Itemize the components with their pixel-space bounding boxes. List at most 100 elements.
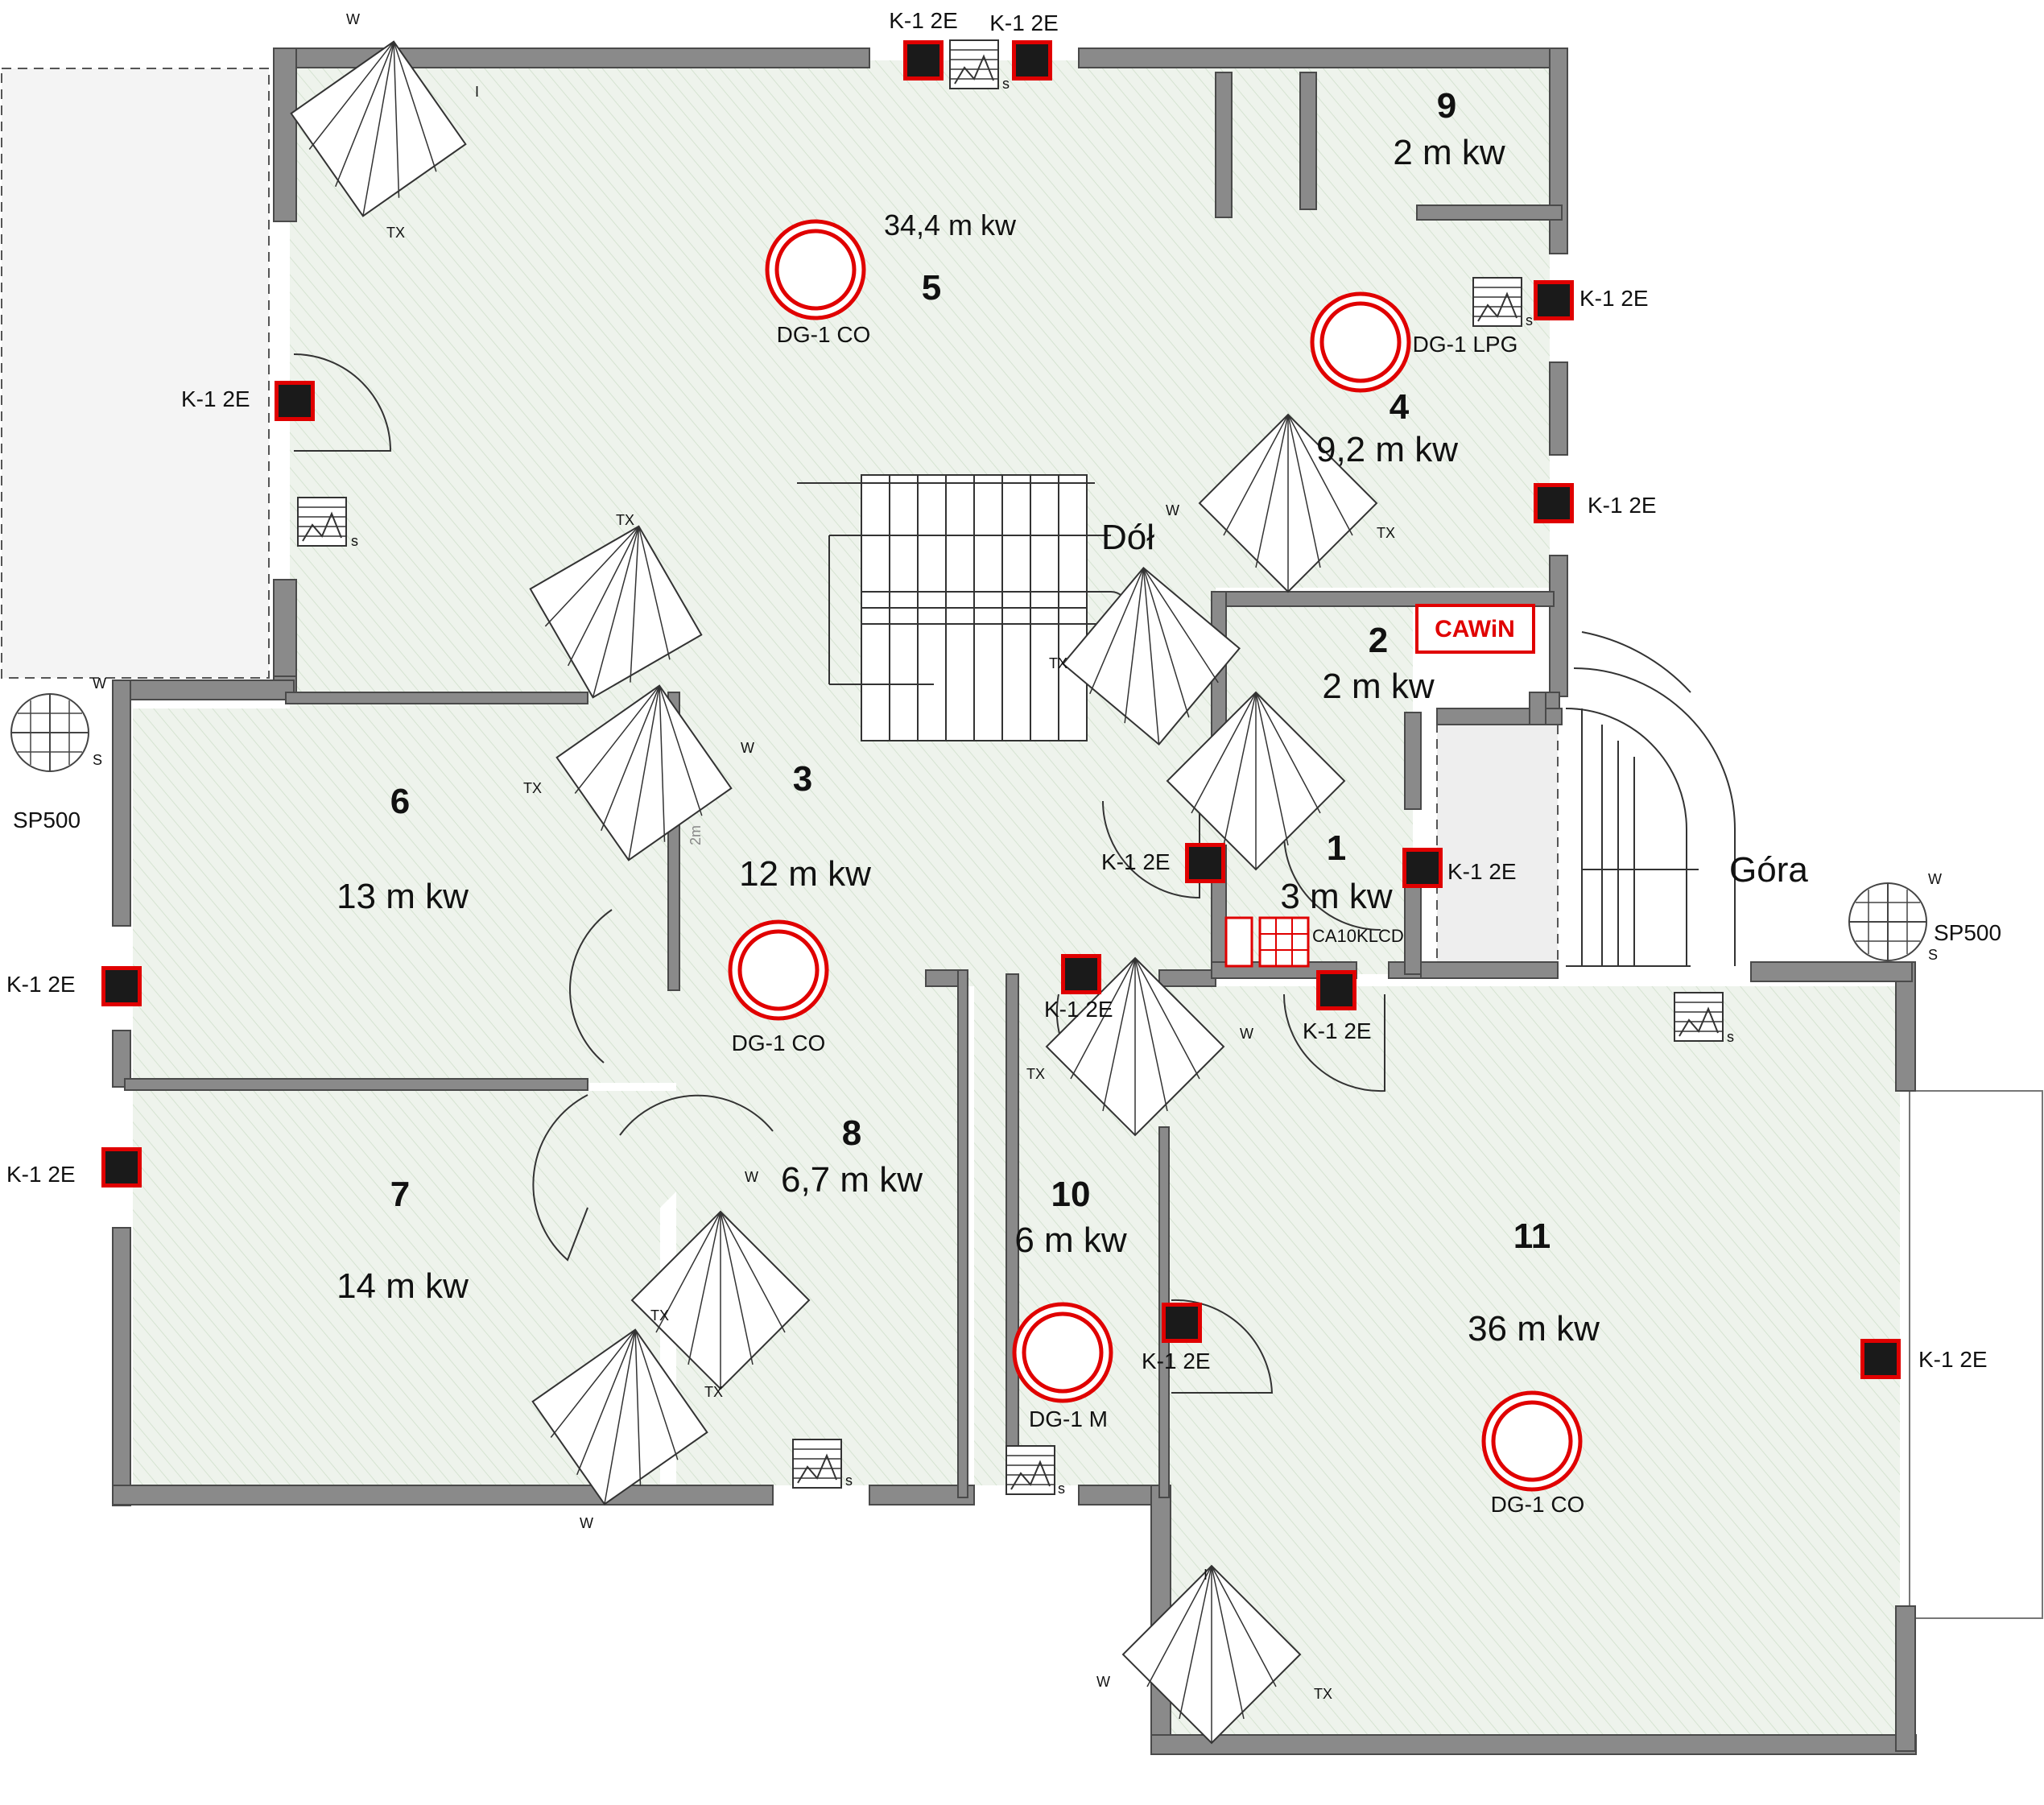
detector-co-5-label: DG-1 CO <box>777 322 871 347</box>
sensor-room11-door-label: K-1 2E <box>1303 1018 1372 1043</box>
mark-s-radiator-11: s <box>1727 1029 1734 1045</box>
room-6-number: 6 <box>390 782 410 821</box>
mark-w-sp-right: W <box>1928 871 1942 887</box>
sp500-left-icon <box>10 693 89 772</box>
sensor-top-right-label: K-1 2E <box>989 10 1059 35</box>
stairs-up-label: Góra <box>1729 850 1808 890</box>
sensor-room7-label: K-1 2E <box>6 1162 76 1187</box>
room-10-area: 6 m kw <box>1014 1221 1127 1260</box>
room-10-number: 10 <box>1051 1175 1091 1214</box>
mark-tx-camera-10: TX <box>1026 1066 1045 1082</box>
sensor-room10-icon <box>1162 1303 1202 1343</box>
brand-box <box>1415 604 1535 654</box>
mark-tx-camera-6: TX <box>523 780 542 796</box>
mark-i-camera-11: I <box>1204 1567 1208 1583</box>
sensor-room11-icon <box>1860 1339 1901 1379</box>
mark-s-sp-left: S <box>93 752 102 768</box>
mark-tx-camera-8: TX <box>704 1384 723 1400</box>
detector-co-3-icon <box>730 922 827 1018</box>
mark-tx-camera-4: TX <box>1377 525 1395 541</box>
control-panel-label: CA10KLCD <box>1312 926 1404 946</box>
stairs-up <box>1565 631 1736 967</box>
sensor-top-right-icon <box>1012 40 1052 81</box>
radiator-10 <box>1005 1445 1055 1495</box>
mark-w-camera-4: W <box>1166 502 1179 518</box>
sp500-right-label: SP500 <box>1934 920 2001 945</box>
sensor-room6-label: K-1 2E <box>6 972 76 997</box>
mark-w-camera-5: W <box>346 11 360 27</box>
sensor-room11-door-icon <box>1316 970 1356 1010</box>
stairs-down <box>797 474 1128 741</box>
sensor-room4-lower-label: K-1 2E <box>1588 493 1657 518</box>
detector-co-5-icon <box>767 221 864 318</box>
mark-w-camera-11: W <box>1096 1674 1110 1690</box>
detector-co-11-label: DG-1 CO <box>1491 1492 1585 1517</box>
room-7-number: 7 <box>390 1175 410 1214</box>
sensor-room1-right-icon <box>1402 848 1443 888</box>
room-3-number: 3 <box>793 759 812 799</box>
room-5-number: 5 <box>922 268 941 308</box>
mark-tx-camera-11: TX <box>1314 1686 1332 1702</box>
mark-w-sp-left: W <box>93 675 106 692</box>
mark-s-radiator-10: s <box>1058 1481 1065 1497</box>
sensor-room6-icon <box>101 966 142 1006</box>
sensor-room10-label: K-1 2E <box>1142 1349 1211 1373</box>
room-11-area: 36 m kw <box>1468 1309 1600 1349</box>
room-3-area: 12 m kw <box>739 854 871 894</box>
sensor-room1-left-label: K-1 2E <box>1101 849 1171 874</box>
mark-w-camera-7: W <box>580 1515 593 1531</box>
radiator-11 <box>1674 992 1724 1042</box>
room-11-number: 11 <box>1513 1216 1551 1256</box>
stair-height-label: 2m <box>688 825 704 845</box>
sensor-top-left-icon <box>903 40 944 81</box>
control-panel-icon <box>1224 916 1310 968</box>
mark-s-radiator-top: s <box>1002 76 1010 92</box>
balcony-outline <box>1909 1090 2043 1619</box>
radiator-8 <box>792 1439 842 1489</box>
mark-w-camera-10: W <box>1240 1026 1253 1042</box>
room-1-area: 3 m kw <box>1280 877 1393 916</box>
detector-m-10-icon <box>1014 1304 1111 1401</box>
radiator-5-top <box>949 39 999 89</box>
mark-s-sp-right: S <box>1928 947 1938 963</box>
stairs-down-label: Dół <box>1101 518 1154 557</box>
room-8-number: 8 <box>842 1113 861 1153</box>
mark-s-radiator-4: s <box>1526 312 1533 328</box>
sensor-room1-right-label: K-1 2E <box>1447 859 1517 884</box>
sensor-room5-left-label: K-1 2E <box>181 386 250 411</box>
radiator-5-left <box>297 497 347 547</box>
room-2-number: 2 <box>1369 621 1388 660</box>
sensor-top-left-label: K-1 2E <box>889 8 958 33</box>
detector-co-3-label: DG-1 CO <box>732 1031 826 1055</box>
room-1-number: 1 <box>1327 828 1346 868</box>
detector-lpg-4-label: DG-1 LPG <box>1413 332 1518 357</box>
door-swings <box>293 353 1385 1394</box>
mark-s-radiator-left: s <box>351 533 358 549</box>
sp500-right-icon <box>1848 882 1927 961</box>
sensor-room1-left-icon <box>1185 843 1225 883</box>
room-4-number: 4 <box>1390 387 1410 427</box>
mark-tx-camera-5: TX <box>386 225 405 241</box>
sensor-room11-label: K-1 2E <box>1918 1347 1988 1372</box>
sensor-room7-icon <box>101 1147 142 1188</box>
mark-tx-camera-3r: TX <box>1049 655 1067 671</box>
sensor-room3-door-icon <box>1061 954 1101 994</box>
sensor-room3-door-label: K-1 2E <box>1044 997 1113 1022</box>
terrace-outline <box>1 68 270 679</box>
sensor-room5-left-icon <box>275 381 315 421</box>
room-8-area: 6,7 m kw <box>781 1160 923 1200</box>
room-9-area: 2 m kw <box>1393 133 1505 172</box>
brand-label: CAWiN <box>1435 616 1515 642</box>
room-2-area: 2 m kw <box>1322 667 1435 706</box>
detector-lpg-4-icon <box>1312 294 1409 390</box>
sensor-room4-lower-icon <box>1534 483 1574 523</box>
sensor-room4-upper-icon <box>1534 280 1574 320</box>
room-5-area: 34,4 m kw <box>884 209 1017 242</box>
mark-i-camera-5: I <box>475 84 479 100</box>
mark-w-camera-8: W <box>745 1169 758 1185</box>
room-9-number: 9 <box>1437 86 1456 126</box>
mark-tx-camera-7: TX <box>650 1307 669 1324</box>
detector-m-10-label: DG-1 M <box>1029 1406 1108 1431</box>
room-6-area: 13 m kw <box>337 877 469 916</box>
mark-s-radiator-8: s <box>845 1472 853 1489</box>
